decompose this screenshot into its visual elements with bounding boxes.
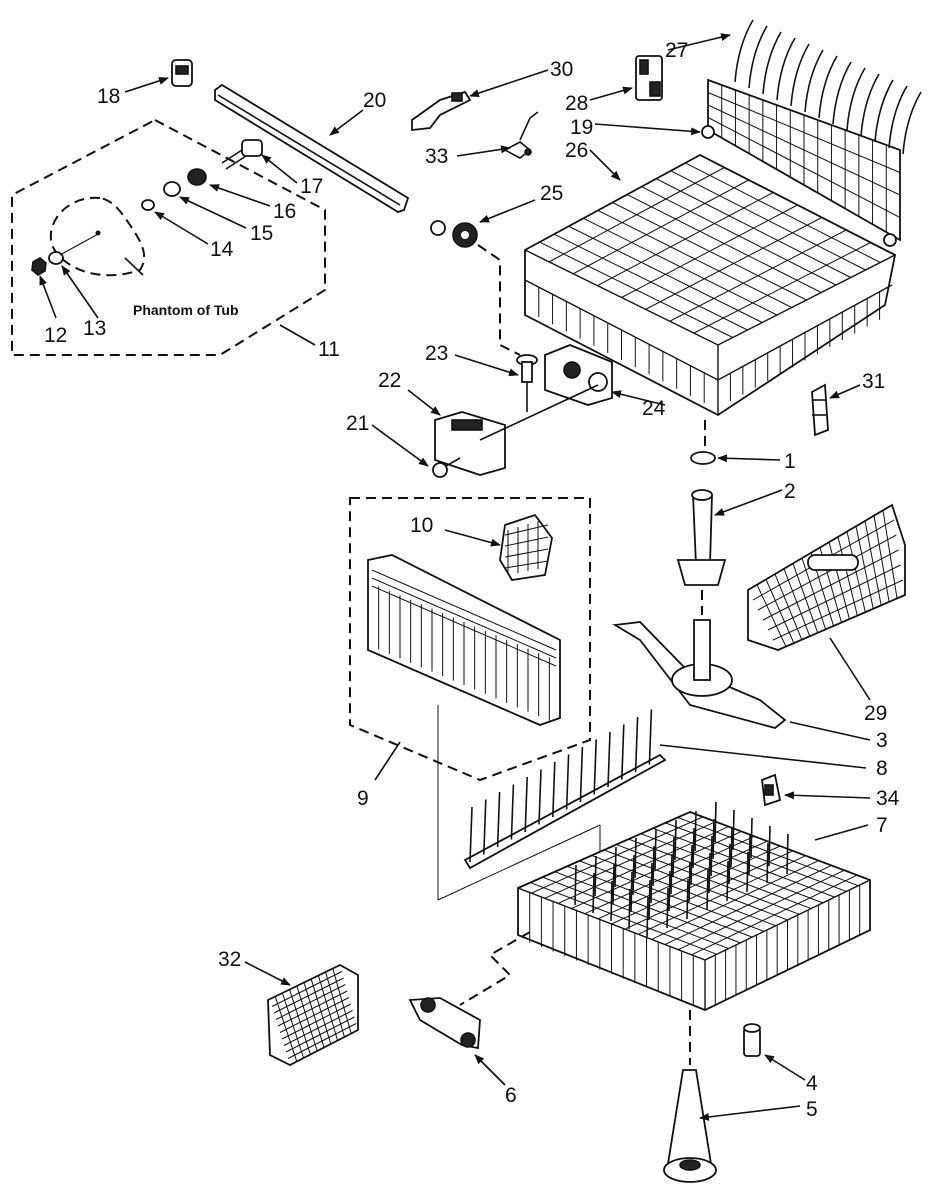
part-7-lower-rack [517, 801, 871, 1011]
label-18: 18 [97, 85, 120, 108]
roller-to-stop-dashline [477, 244, 521, 356]
label-33: 33 [425, 145, 448, 168]
part-27-tines [734, 19, 922, 155]
label-21: 21 [346, 412, 369, 435]
part-labels: 18 20 30 27 28 19 26 33 25 17 16 15 14 1… [44, 39, 900, 1121]
label-15: 15 [250, 222, 273, 245]
part-22-cover [434, 411, 506, 476]
part-1-washer [690, 451, 716, 465]
part-34-clip [761, 773, 782, 807]
tub-hardware-group: Phantom of Tub [11, 118, 326, 356]
label-12: 12 [44, 324, 67, 347]
label-26: 26 [565, 139, 588, 162]
part-31-clip [811, 383, 829, 437]
part-8-tine-row [463, 709, 667, 870]
part-19-fold-rack [701, 78, 901, 247]
label-19: 19 [570, 116, 593, 139]
label-17: 17 [300, 175, 323, 198]
part-2-spray-tube [676, 489, 727, 586]
leader-lines [39, 33, 871, 1121]
part-29-silverware-basket [747, 503, 906, 651]
label-14: 14 [210, 238, 234, 261]
label-8: 8 [876, 757, 888, 780]
lower-rack-dashline [459, 931, 531, 1006]
part-23-stud [516, 354, 538, 412]
part-33-spring [503, 111, 539, 159]
part-18-end-cap [171, 59, 193, 87]
label-16: 16 [273, 200, 296, 223]
label-34: 34 [876, 787, 900, 810]
stop-assembly-line [479, 384, 599, 441]
part-20-rail [214, 83, 410, 213]
upper-rack-wires [538, 162, 881, 403]
part-26-upper-rack [524, 153, 897, 417]
label-11: 11 [318, 338, 340, 361]
label-30: 30 [550, 58, 573, 81]
part-5-lower-tube [663, 1069, 717, 1183]
part-3-lower-spray-arm [612, 619, 787, 729]
label-7: 7 [876, 814, 888, 837]
part-21-screw [432, 457, 461, 478]
label-2: 2 [784, 480, 796, 503]
part-16-bushing [187, 168, 207, 186]
label-24: 24 [642, 397, 666, 420]
label-25: 25 [540, 182, 563, 205]
label-9: 9 [357, 787, 369, 810]
part-15-washer [163, 181, 181, 197]
label-1: 1 [784, 450, 796, 473]
part-17-screw [221, 139, 263, 170]
label-4: 4 [806, 1072, 818, 1095]
label-29: 29 [864, 702, 887, 725]
part-10-insert [499, 513, 553, 581]
part-13-washer [48, 251, 64, 265]
part-12-nut [31, 257, 47, 276]
part-32-small-basket [267, 963, 359, 1067]
part-4-spacer [743, 1023, 761, 1057]
part-30-clip [411, 90, 472, 132]
part-14-washer [141, 199, 155, 211]
label-32: 32 [218, 948, 241, 971]
part-6-roller-bracket [408, 997, 481, 1050]
label-23: 23 [425, 342, 448, 365]
label-20: 20 [363, 89, 386, 112]
group-9-boundary [349, 497, 591, 782]
label-13: 13 [83, 317, 106, 340]
phantom-of-tub-outline [49, 196, 146, 277]
phantom-label: Phantom of Tub [133, 302, 239, 318]
label-22: 22 [378, 369, 401, 392]
part-28-latch [635, 55, 663, 101]
label-28: 28 [565, 92, 588, 115]
label-31: 31 [862, 370, 885, 393]
tray-group [349, 497, 601, 901]
label-5: 5 [806, 1098, 818, 1121]
tray-body [367, 554, 561, 726]
label-6: 6 [505, 1084, 517, 1107]
part-25-roller [430, 220, 478, 248]
label-10: 10 [410, 514, 433, 537]
label-3: 3 [876, 729, 888, 752]
label-27: 27 [665, 39, 688, 62]
group-11-boundary [11, 118, 326, 356]
